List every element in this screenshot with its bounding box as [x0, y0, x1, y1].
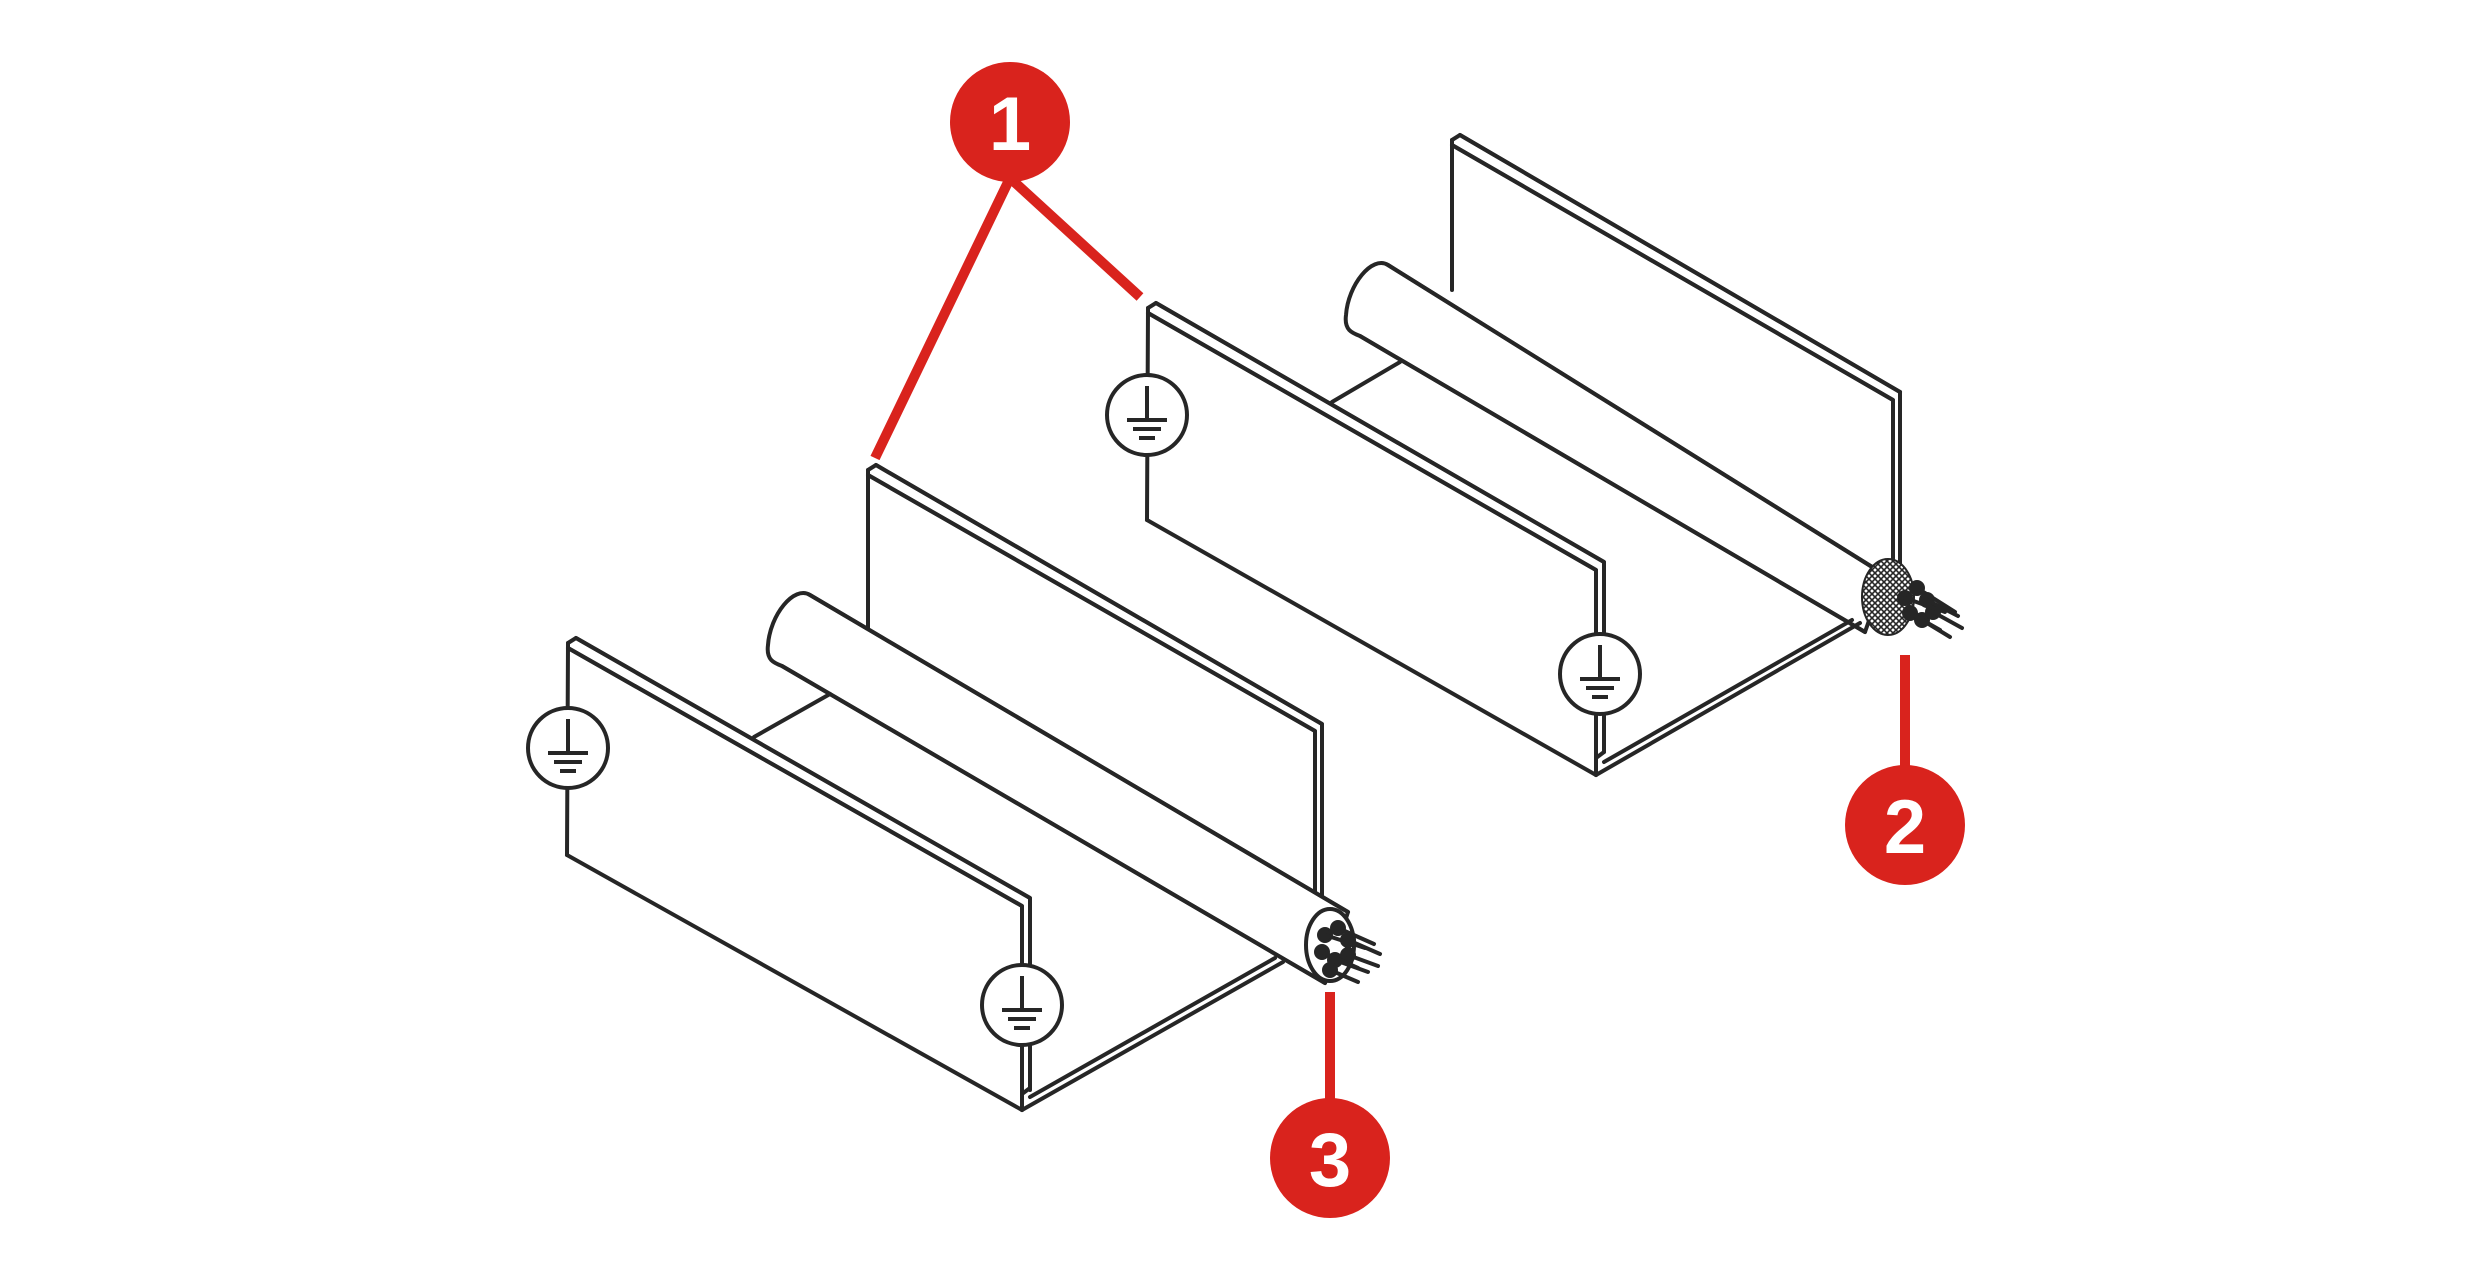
- callout-2: 2: [1845, 655, 1965, 885]
- shielded-cable-back: [1343, 261, 1887, 634]
- cable-conductors-back: [1897, 580, 1964, 639]
- callout-3: 3: [1270, 992, 1390, 1218]
- ground-symbol-icon: [1105, 373, 1189, 457]
- ground-symbol-icon: [526, 706, 610, 790]
- callout-1: 1: [870, 62, 1144, 461]
- cable-conductors-front: [1314, 920, 1382, 984]
- cable-tray-front: [526, 463, 1382, 1112]
- callout-1-badge: [950, 62, 1070, 182]
- callout-1-label: 1: [989, 82, 1031, 167]
- ground-symbol-icon: [980, 963, 1064, 1047]
- callout-2-badge: [1845, 765, 1965, 885]
- callout-3-label: 3: [1309, 1118, 1351, 1203]
- callout-1-leader: [870, 174, 1144, 461]
- callout-2-label: 2: [1884, 785, 1926, 870]
- callout-3-badge: [1270, 1098, 1390, 1218]
- cable-tray-back: [1105, 133, 1964, 777]
- ground-symbol-icon: [1558, 632, 1642, 716]
- shielded-cable-front: [765, 591, 1350, 985]
- cable-shield-braid-back: [1861, 558, 1915, 636]
